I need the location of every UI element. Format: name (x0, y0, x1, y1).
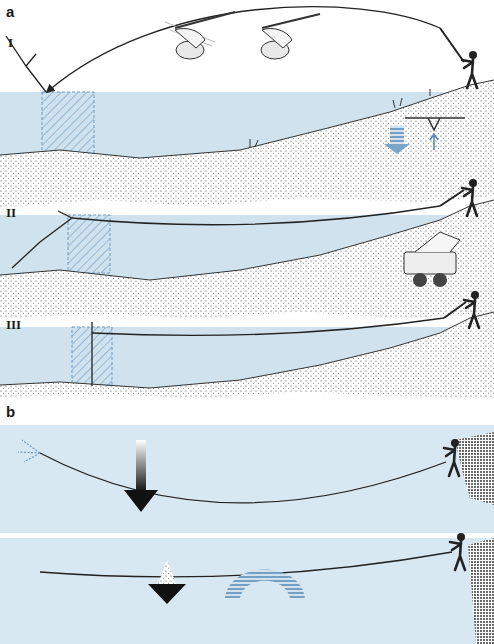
panel-two (0, 179, 494, 318)
panel-letter: III (6, 318, 21, 331)
panel-b-lower (0, 533, 494, 644)
panel-letter: a (6, 4, 14, 19)
panel-letter: b (6, 404, 15, 419)
panel-three (0, 291, 494, 398)
panel-letter: I (8, 36, 13, 49)
panel-letter: II (6, 206, 16, 219)
panel-one (0, 7, 494, 207)
panel-b-upper (0, 425, 494, 533)
